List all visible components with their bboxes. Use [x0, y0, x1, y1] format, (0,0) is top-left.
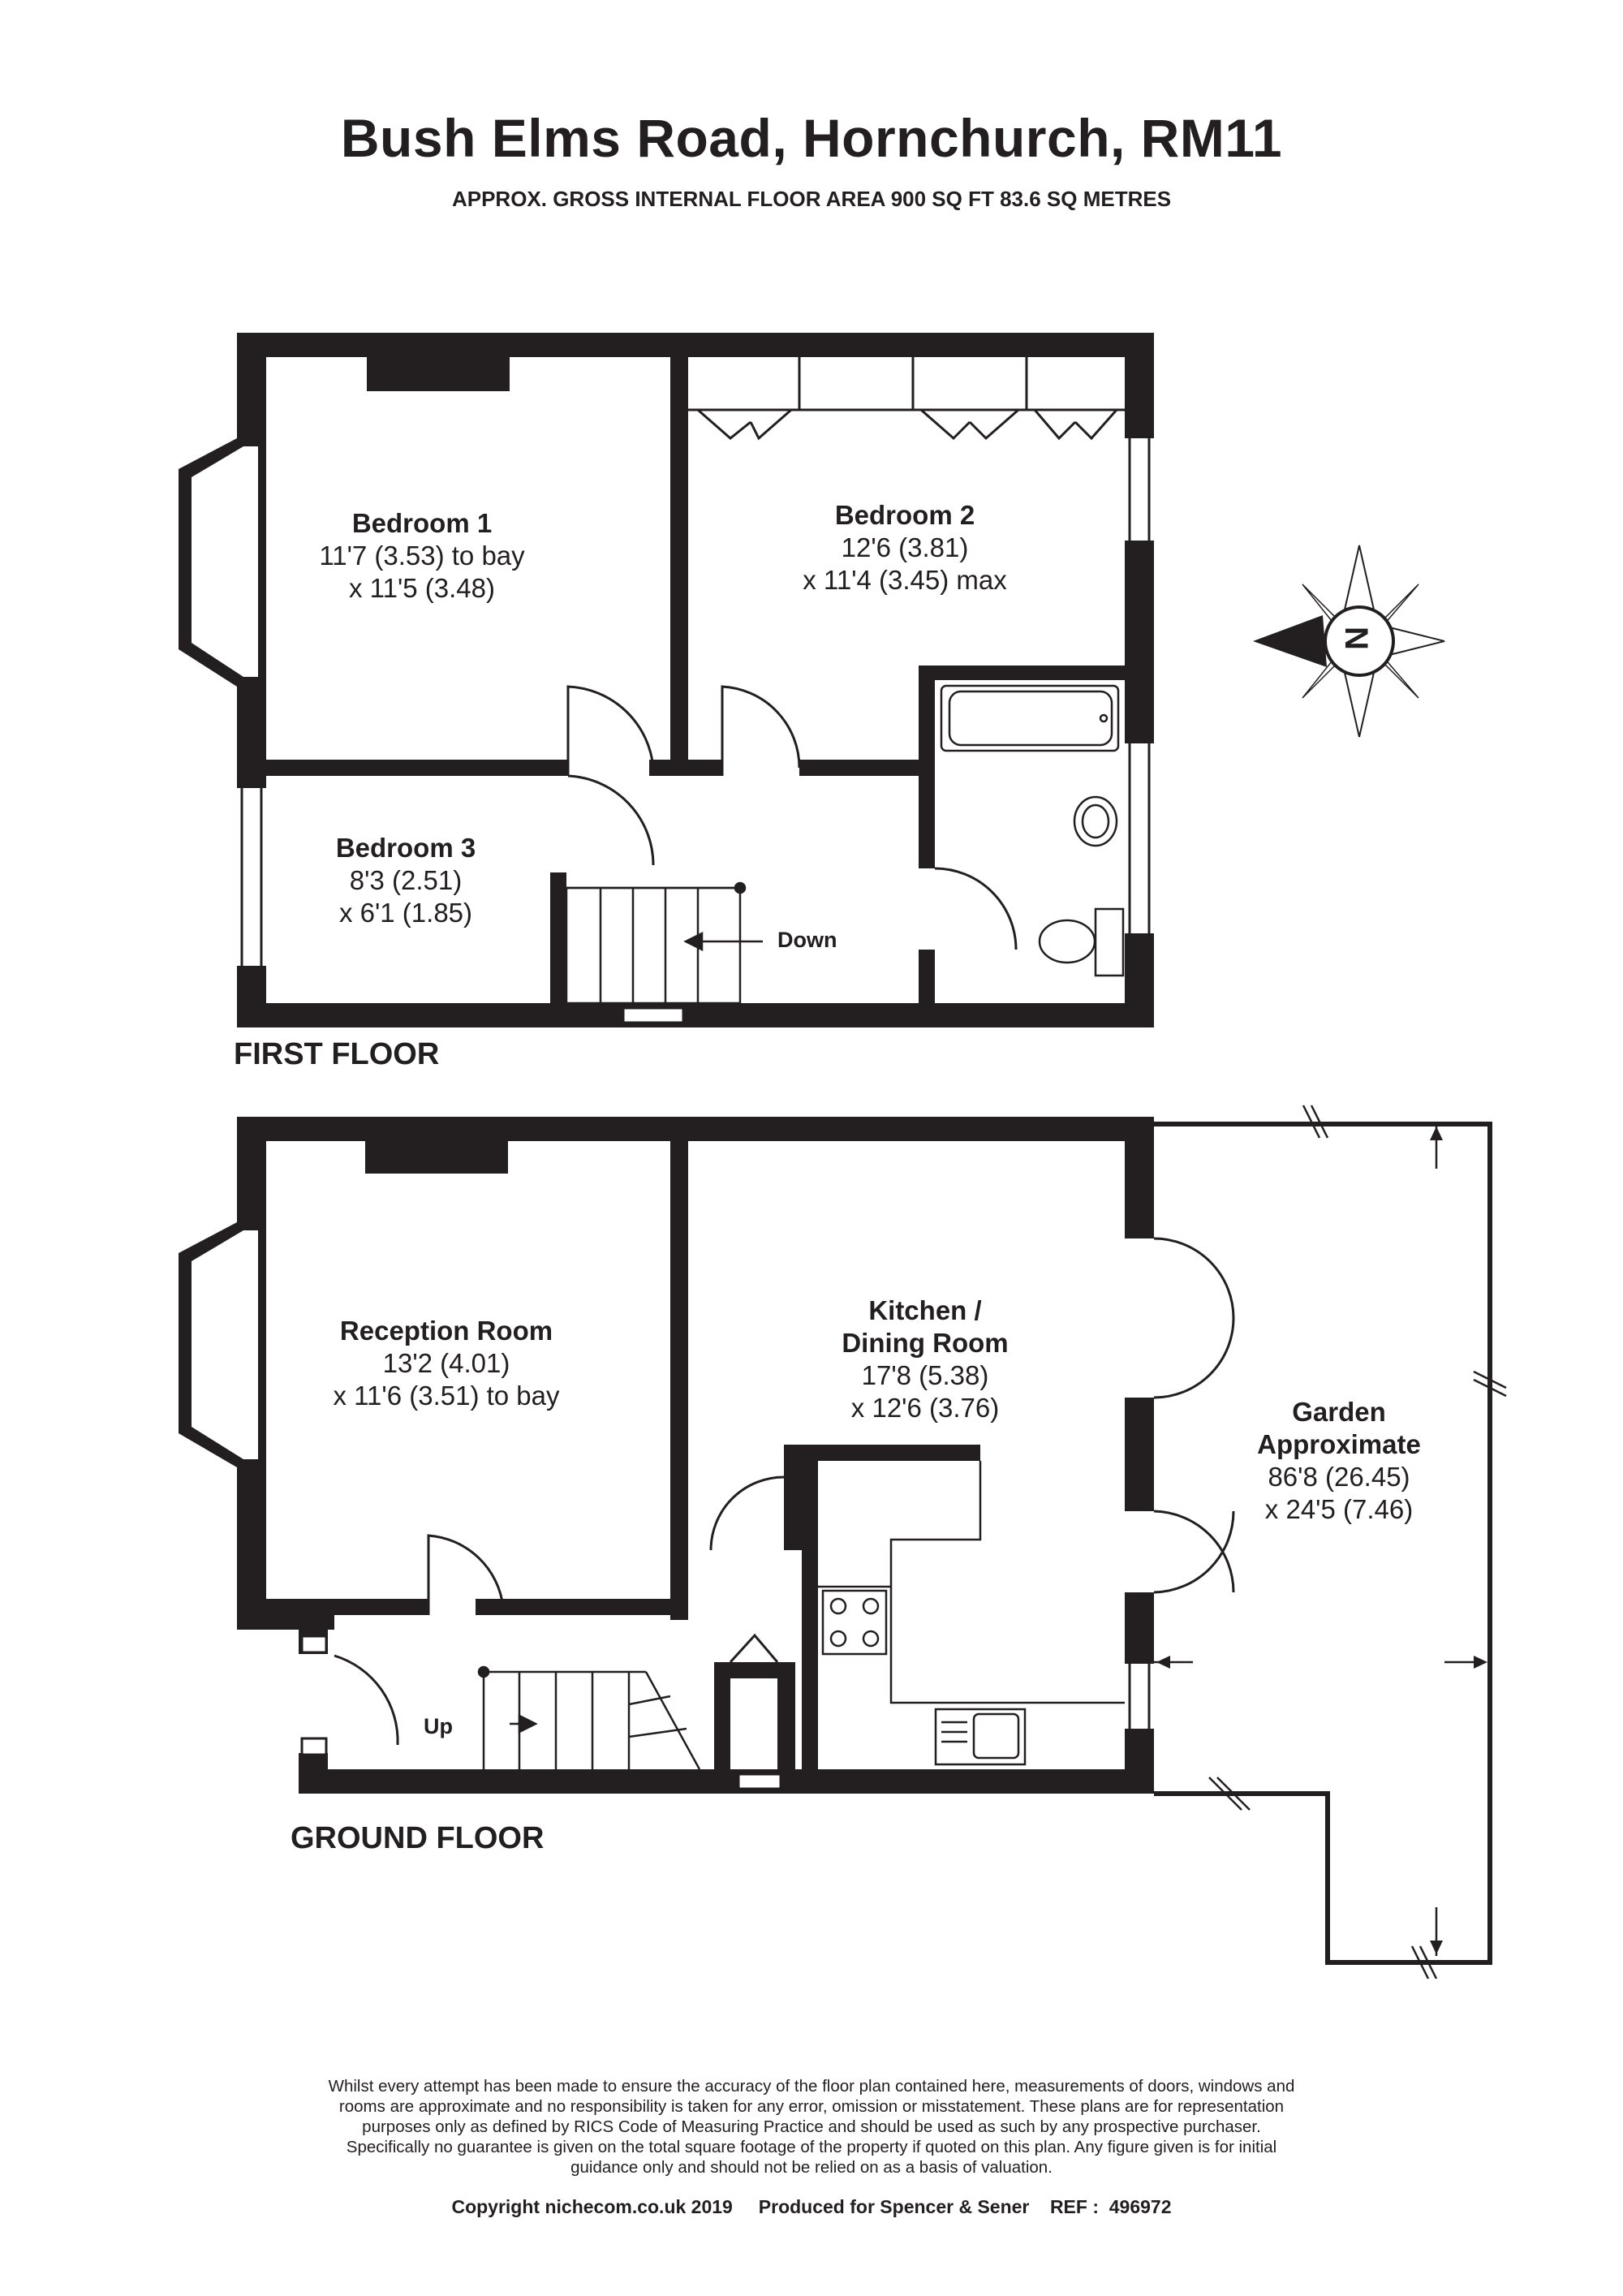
- room-label-garden: Garden Approximate 86'8 (26.45) x 24'5 (…: [1209, 1396, 1469, 1526]
- ff-wall-left-mid: [237, 687, 266, 788]
- ff-chimney-breast: [367, 357, 510, 391]
- garden-dimension-marks: [1154, 1105, 1507, 1979]
- gf-wall-bottom: [299, 1769, 1154, 1794]
- bay-windows: [179, 438, 266, 1467]
- room-name: Bedroom 1: [351, 508, 493, 538]
- gf-wall-right-b: [1125, 1398, 1154, 1511]
- room-dimension: x 6'1 (1.85): [338, 898, 473, 928]
- room-name: Garden: [1292, 1397, 1386, 1427]
- gf-cupboard-top: [714, 1662, 795, 1678]
- ff-partition-bath-top: [935, 666, 1125, 680]
- ff-wall-left-upper: [237, 333, 266, 438]
- ff-partition-bath-left-low: [919, 950, 935, 1003]
- room-name: Reception Room: [339, 1316, 553, 1346]
- ff-partition-bath-left: [919, 666, 935, 868]
- room-dimension: x 11'5 (3.48): [349, 573, 495, 603]
- ff-partition-landing-a: [649, 760, 722, 776]
- room-name: Kitchen /: [868, 1295, 982, 1325]
- doors: [334, 685, 1235, 1746]
- room-dimension: 8'3 (2.51): [349, 865, 463, 895]
- garden-outline: [1154, 1122, 1492, 1965]
- gf-utility-left: [802, 1445, 818, 1769]
- ff-wall-left-lower: [237, 966, 266, 1027]
- room-name: Bedroom 3: [335, 833, 476, 863]
- room-dimension: 11'7 (3.53) to bay: [319, 541, 525, 571]
- ground-floor-label: GROUND FLOOR: [291, 1821, 545, 1855]
- plan-title: Bush Elms Road, Hornchurch, RM11: [340, 108, 1283, 168]
- room-name-line-2: Approximate: [1257, 1429, 1421, 1459]
- ff-stair-wall: [550, 872, 566, 1003]
- compass-rose-icon: [1253, 545, 1445, 738]
- gf-wall-right-a: [1125, 1117, 1154, 1238]
- ff-wall-bottom: [237, 1003, 1154, 1027]
- stairs-up-label: Up: [424, 1714, 453, 1738]
- windows: [240, 438, 1151, 1790]
- ff-stairs: [565, 881, 763, 1005]
- room-label-reception: Reception Room 13'2 (4.01) x 11'6 (3.51)…: [292, 1315, 601, 1412]
- ff-wall-right-upper: [1125, 333, 1154, 438]
- gf-chimney-breast: [365, 1141, 508, 1174]
- room-label-bedroom-1: Bedroom 1 11'7 (3.53) to bay x 11'5 (3.4…: [268, 507, 576, 605]
- room-dimension: x 24'5 (7.46): [1264, 1494, 1414, 1524]
- stairs-down-label: Down: [777, 928, 837, 952]
- room-dimension: x 12'6 (3.76): [850, 1393, 1000, 1423]
- walls: [237, 333, 1154, 1794]
- gf-wall-left-lower: [237, 1467, 266, 1630]
- copyright-footer: Copyright nichecom.co.uk 2019 Produced f…: [451, 2196, 1172, 2217]
- gf-wall-right-c: [1125, 1592, 1154, 1664]
- gf-partition-rec-kit: [670, 1141, 688, 1620]
- kitchen-fittings: [818, 1461, 1125, 1766]
- plan-subtitle: APPROX. GROSS INTERNAL FLOOR AREA 900 SQ…: [451, 187, 1172, 211]
- compass-north-label: N: [1337, 627, 1374, 650]
- ff-partition-bed1-bed3: [266, 760, 568, 776]
- room-name: Bedroom 2: [834, 500, 975, 530]
- room-label-kitchen-dining: Kitchen / Dining Room 17'8 (5.38) x 12'6…: [779, 1294, 1071, 1424]
- gf-cupboard-left: [714, 1662, 730, 1769]
- gf-utility-top: [802, 1445, 980, 1461]
- disclaimer: Whilst every attempt has been made to en…: [203, 2076, 1420, 2178]
- wardrobes: [688, 357, 1125, 441]
- disclaimer-line: rooms are approximate and no responsibil…: [338, 2097, 1285, 2116]
- gf-partition-hall-b: [476, 1599, 688, 1615]
- gf-cupboard-right: [777, 1662, 795, 1769]
- room-dimension: 17'8 (5.38): [861, 1360, 989, 1390]
- room-dimension: 12'6 (3.81): [841, 532, 969, 562]
- gf-wall-left-upper: [237, 1117, 266, 1222]
- room-dimension: 86'8 (26.45): [1268, 1462, 1410, 1492]
- ff-partition-landing-b: [799, 760, 921, 776]
- gf-partition-kit-hall: [784, 1445, 802, 1550]
- gf-stairs: [477, 1665, 701, 1770]
- room-dimension: x 11'4 (3.45) max: [803, 565, 1007, 595]
- disclaimer-line: Specifically no guarantee is given on th…: [346, 2138, 1277, 2156]
- disclaimer-line: Whilst every attempt has been made to en…: [328, 2077, 1295, 2096]
- room-name-line-2: Dining Room: [842, 1328, 1009, 1358]
- gf-wall-top: [237, 1117, 1154, 1141]
- gf-partition-hall-a: [266, 1599, 428, 1615]
- room-dimension: x 11'6 (3.51) to bay: [333, 1381, 560, 1411]
- room-label-bedroom-3: Bedroom 3 8'3 (2.51) x 6'1 (1.85): [268, 832, 544, 929]
- ff-partition-bed1-bed2: [670, 357, 688, 769]
- gf-wall-left-return: [237, 1612, 334, 1630]
- gf-wall-right-d: [1125, 1729, 1154, 1794]
- first-floor-label: FIRST FLOOR: [234, 1037, 440, 1071]
- ff-wall-top: [237, 333, 1154, 357]
- room-dimension: 13'2 (4.01): [382, 1348, 510, 1378]
- disclaimer-line: guidance only and should not be relied o…: [570, 2158, 1053, 2177]
- disclaimer-line: purposes only as defined by RICS Code of…: [362, 2117, 1261, 2136]
- room-label-bedroom-2: Bedroom 2 12'6 (3.81) x 11'4 (3.45) max: [751, 499, 1059, 597]
- ff-wall-right-mid: [1125, 541, 1154, 743]
- ff-wall-right-lower: [1125, 933, 1154, 1027]
- bathroom-fittings: [940, 684, 1125, 977]
